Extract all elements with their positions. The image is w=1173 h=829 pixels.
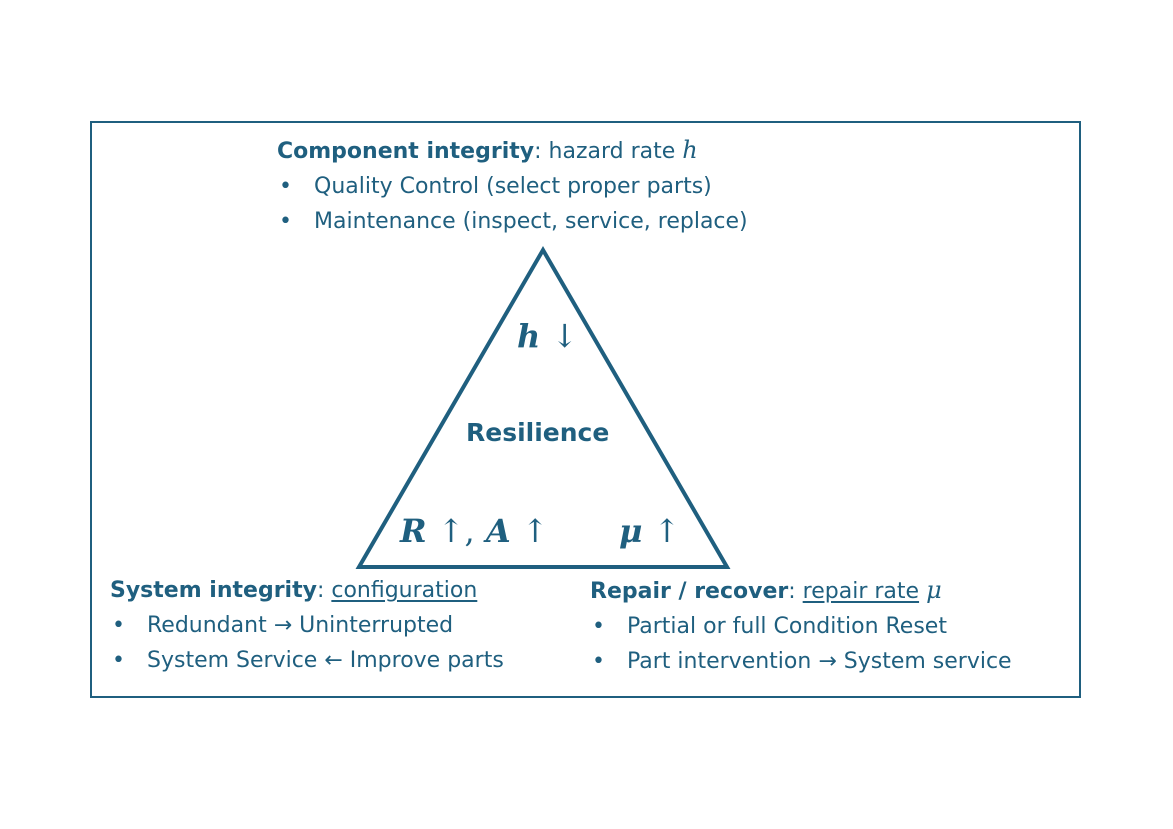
down-arrow-icon: ↓ bbox=[551, 317, 579, 355]
component-integrity-heading: Component integrity: hazard rate h bbox=[277, 133, 748, 169]
hazard-rate-symbol: h bbox=[682, 136, 698, 164]
system-integrity-title: System integrity bbox=[110, 578, 317, 603]
component-integrity-list: Quality Control (select proper parts) Ma… bbox=[277, 169, 748, 239]
list-item: Partial or full Condition Reset bbox=[590, 609, 1012, 644]
reliability-symbol: R bbox=[400, 512, 427, 550]
list-item: Quality Control (select proper parts) bbox=[277, 169, 748, 204]
comma: , bbox=[464, 512, 475, 550]
list-item: Redundant → Uninterrupted bbox=[110, 608, 504, 643]
repair-recover-title: Repair / recover bbox=[590, 579, 789, 604]
resilience-label: Resilience bbox=[466, 418, 610, 447]
up-arrow-icon: ↑ bbox=[653, 512, 681, 550]
component-integrity-title: Component integrity bbox=[277, 139, 535, 164]
triangle-top-label: h ↓ bbox=[517, 317, 578, 355]
list-item: Part intervention → System service bbox=[590, 644, 1012, 679]
hazard-symbol: h bbox=[517, 317, 541, 355]
system-integrity-block: System integrity: configuration Redundan… bbox=[110, 573, 504, 678]
repair-recover-subtitle: repair rate bbox=[802, 579, 920, 604]
up-arrow-icon: ↑ bbox=[521, 512, 549, 550]
repair-symbol: μ bbox=[619, 512, 643, 550]
system-integrity-subtitle: configuration bbox=[331, 578, 478, 603]
repair-recover-list: Partial or full Condition Reset Part int… bbox=[590, 609, 1012, 679]
system-integrity-sep: : bbox=[316, 578, 325, 603]
system-integrity-list: Redundant → Uninterrupted System Service… bbox=[110, 608, 504, 678]
component-integrity-block: Component integrity: hazard rate h Quali… bbox=[277, 133, 748, 239]
repair-rate-symbol: μ bbox=[926, 576, 942, 604]
up-arrow-icon: ↑ bbox=[437, 512, 465, 550]
repair-recover-block: Repair / recover: repair rate μ Partial … bbox=[590, 573, 1012, 679]
triangle-shape bbox=[355, 246, 731, 569]
repair-recover-sep: : bbox=[788, 579, 796, 604]
component-integrity-subtitle: hazard rate bbox=[548, 139, 676, 164]
list-item: Maintenance (inspect, service, replace) bbox=[277, 204, 748, 239]
triangle-bottom-right-label: μ ↑ bbox=[619, 512, 680, 550]
diagram-frame bbox=[90, 121, 1081, 698]
list-item: System Service ← Improve parts bbox=[110, 643, 504, 678]
component-integrity-sep: : bbox=[534, 139, 542, 164]
repair-recover-heading: Repair / recover: repair rate μ bbox=[590, 573, 1012, 609]
system-integrity-heading: System integrity: configuration bbox=[110, 573, 504, 608]
triangle-bottom-left-label: R ↑, A ↑ bbox=[400, 512, 549, 550]
availability-symbol: A bbox=[485, 512, 511, 550]
